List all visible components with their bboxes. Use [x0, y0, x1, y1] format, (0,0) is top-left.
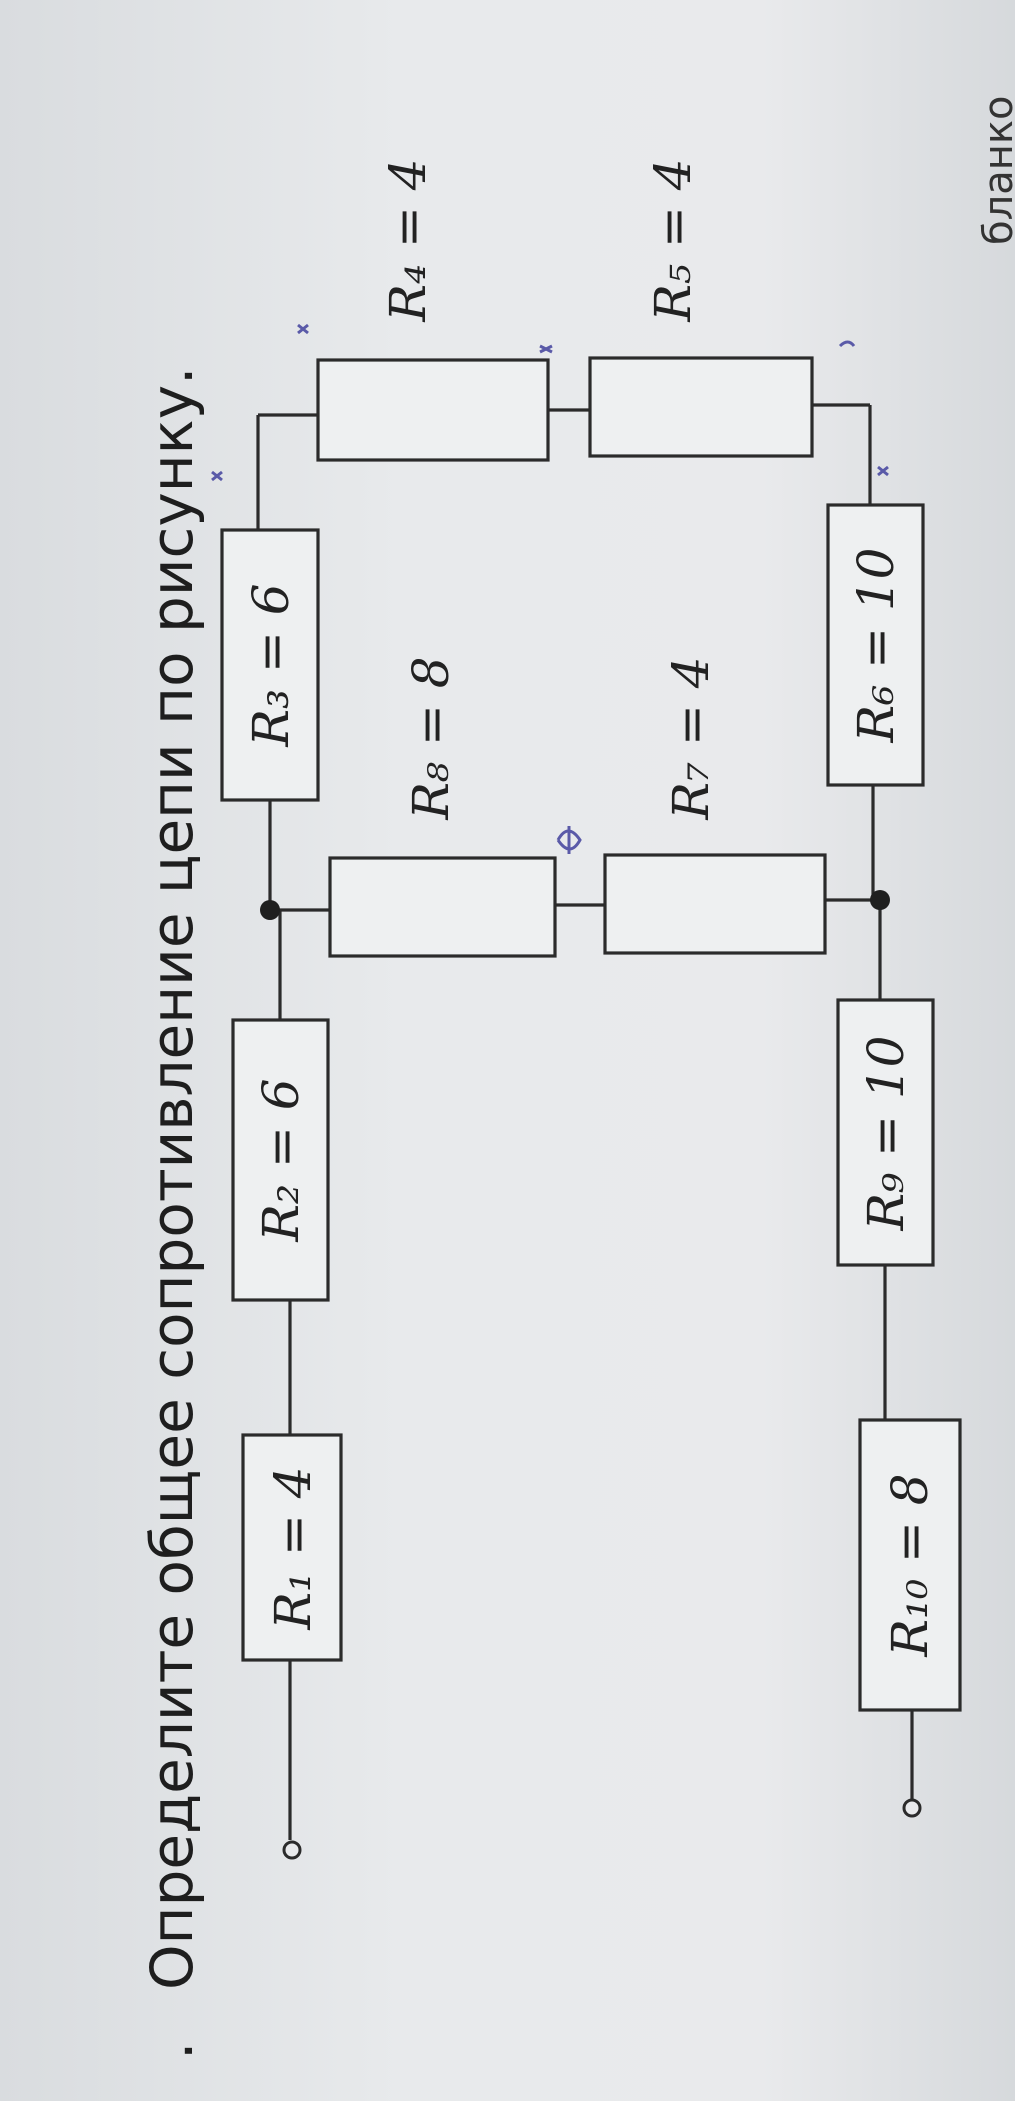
label-r4: R₄ = 4	[379, 158, 437, 322]
label-r7: R₇ = 4	[662, 656, 720, 820]
label-r8: R₈ = 8	[402, 656, 460, 820]
resistor-r6	[826, 503, 925, 787]
label-r6: R₆ = 10	[847, 548, 905, 744]
resistor-r2	[231, 1018, 330, 1302]
resistor-r10	[858, 1418, 962, 1712]
junction-node-b	[870, 890, 890, 910]
pencil-mark	[556, 826, 582, 854]
label-r1: R₁ = 4	[264, 1466, 322, 1630]
resistor-r4	[316, 358, 550, 462]
terminal-a	[282, 1840, 302, 1860]
resistor-r9	[836, 998, 935, 1267]
resistor-r7	[603, 853, 827, 955]
corner-text: бланко	[976, 95, 1015, 245]
label-r9: R₉ = 10	[857, 1036, 915, 1232]
task-text: Определите общее сопротивление цепи по р…	[138, 367, 206, 1990]
resistor-r8	[328, 856, 557, 958]
pencil-mark	[539, 344, 553, 354]
terminal-b	[902, 1798, 922, 1818]
label-r2: R₂ = 6	[252, 1078, 310, 1242]
label-r5: R₅ = 4	[644, 158, 702, 322]
pencil-mark	[297, 323, 309, 335]
junction-node-a	[260, 900, 280, 920]
resistor-r3	[220, 528, 320, 802]
task-marker: .	[138, 2042, 206, 2060]
pencil-mark	[877, 465, 889, 477]
label-r10: R₁₀ = 8	[881, 1473, 939, 1657]
pencil-mark	[211, 470, 223, 482]
resistor-r1	[241, 1433, 343, 1662]
pencil-mark	[838, 340, 856, 348]
resistor-r5	[588, 356, 814, 458]
label-r3: R₃ = 6	[242, 583, 300, 747]
